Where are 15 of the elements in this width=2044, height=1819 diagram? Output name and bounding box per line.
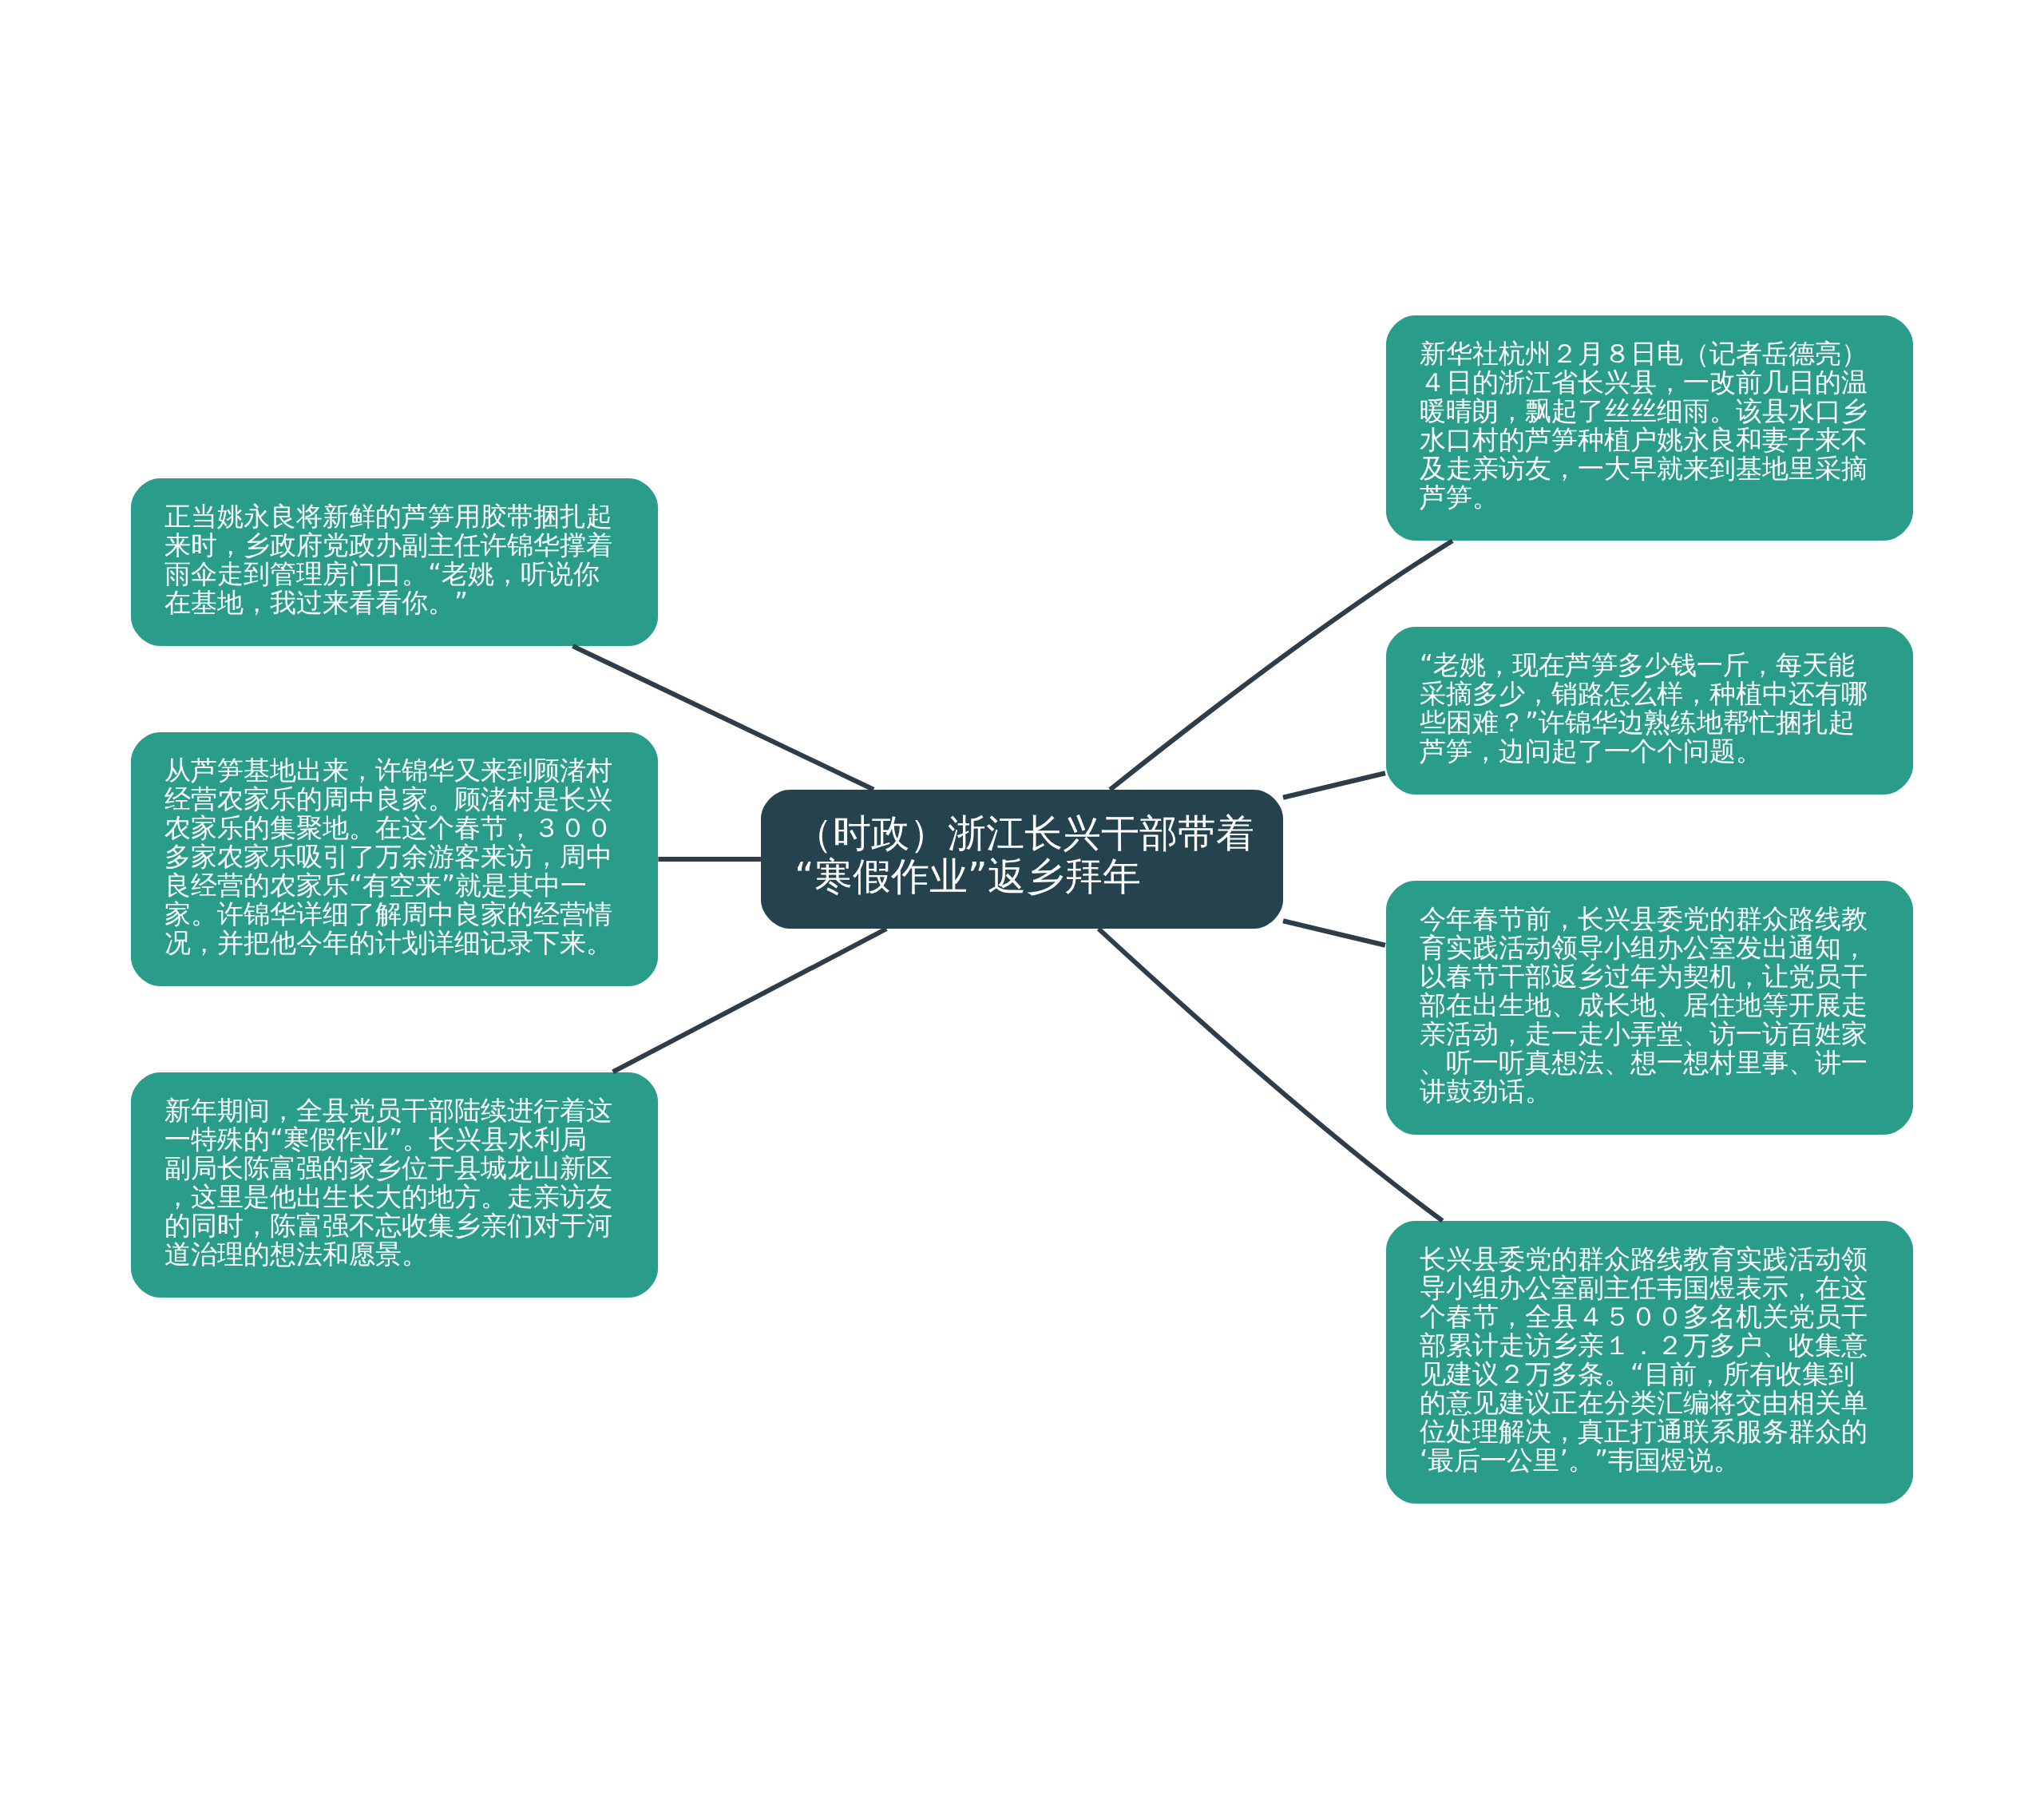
connector bbox=[658, 857, 761, 862]
node-box: 正当姚永良将新鲜的芦笋用胶带捆扎起来时，乡政府党政办副主任许锦华撑着雨伞走到管理房门口。“老姚，听说你在基地，我过来看看你。” bbox=[131, 478, 658, 646]
node-box: “老姚，现在芦笋多少钱一斤，每天能采摘多少，销路怎么样，种植中还有哪些困难？”许锦华边熟练地帮忙捆扎起芦笋，边问起了一个个问题。 bbox=[1386, 627, 1913, 795]
connector bbox=[1096, 926, 1444, 1223]
node-box: 从芦笋基地出来，许锦华又来到顾渚村经营农家乐的周中良家。顾渚村是长兴农家乐的集聚地。在这个春节，３００多家农家乐吸引了万余游客来访，周中良经营的农家乐“有空来”就是其中一家。许锦华详细了解周中良家的经营情况，并把他今年的计划详细记录下来。 bbox=[131, 732, 658, 986]
node-box: 新华社杭州２月８日电（记者岳德亮）４日的浙江省长兴县，一改前几日的温暖晴朗，飘起了丝丝细雨。该县水口乡水口村的芦笋种植户姚永良和妻子来不及走亲访友，一大早就来到基地里采摘芦笋。 bbox=[1386, 315, 1913, 541]
connector bbox=[1282, 771, 1386, 800]
node-box: （时政）浙江长兴干部带着“寒假作业”返乡拜年 bbox=[761, 790, 1283, 929]
connector bbox=[1282, 918, 1386, 948]
node-box: 长兴县委党的群众路线教育实践活动领导小组办公室副主任韦国煜表示，在这个春节，全县４５００多名机关党员干部累计走访乡亲１．２万多户、收集意见建议２万多条。“目前，所有收集到的意见建议正在分类汇编将交由相关单位处理解决，真正打通联系服务群众的‘最后一公里’。”韦国煜说。 bbox=[1386, 1221, 1913, 1504]
node-box: 今年春节前，长兴县委党的群众路线教育实践活动领导小组办公室发出通知，以春节干部返乡过年为契机，让党员干部在出生地、成长地、居住地等开展走亲活动，走一走小弄堂、访一访百姓家、听一听真想法、想一想村里事、讲一讲鼓劲话。 bbox=[1386, 881, 1913, 1135]
connector bbox=[612, 926, 888, 1075]
node-box: 新年期间，全县党员干部陆续进行着这一特殊的“寒假作业”。长兴县水利局副局长陈富强的家乡位于县城龙山新区，这里是他出生长大的地方。走亲访友的同时，陈富强不忘收集乡亲们对于河道治理的想法和愿景。 bbox=[131, 1072, 658, 1298]
connector bbox=[572, 644, 875, 792]
connector bbox=[1108, 538, 1454, 792]
